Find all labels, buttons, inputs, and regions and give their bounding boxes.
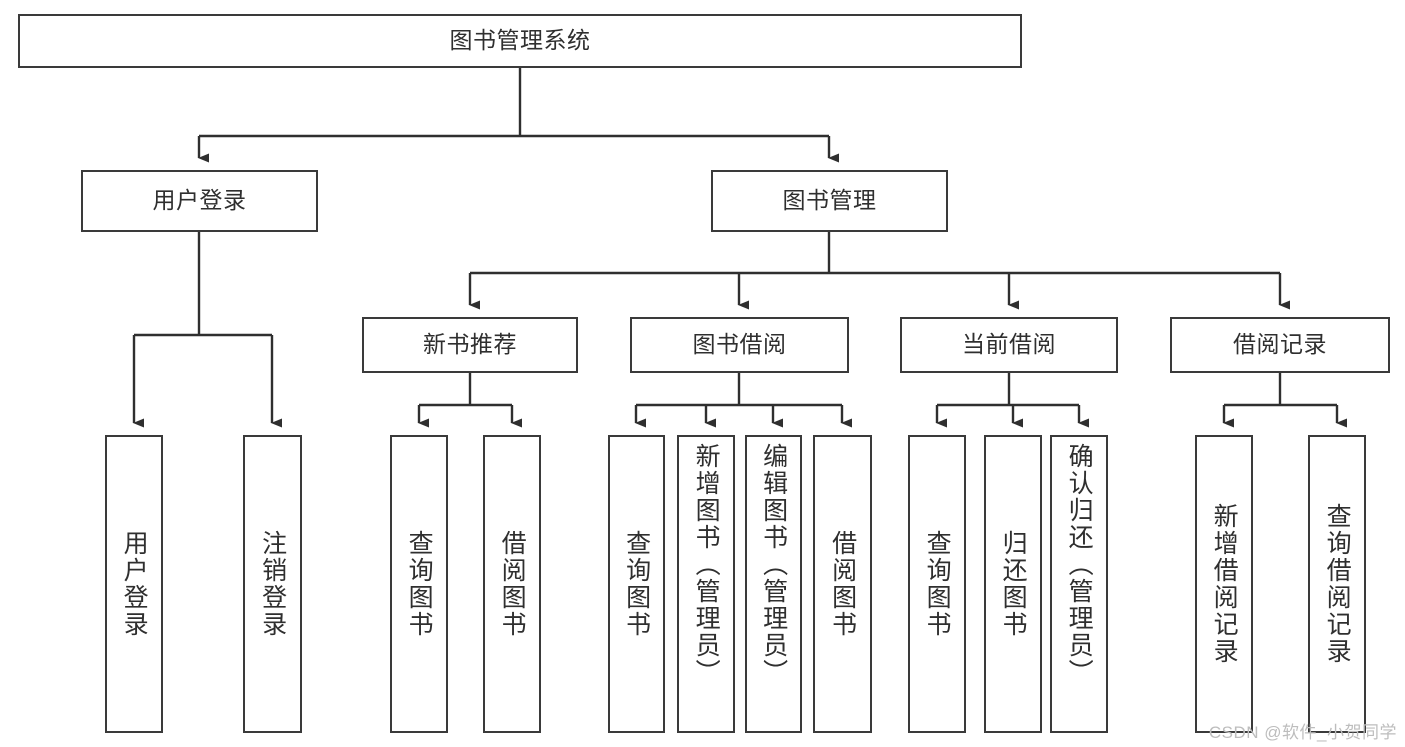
- leaf-query-book-2-label: 查询图书: [622, 530, 651, 638]
- node-new-book-recommend[interactable]: 新书推荐: [362, 317, 578, 373]
- leaf-borrow-book-1[interactable]: 借阅图书: [483, 435, 541, 733]
- leaf-query-book-1-label: 查询图书: [405, 530, 434, 638]
- leaf-query-book-2[interactable]: 查询图书: [608, 435, 665, 733]
- leaf-return-book-label: 归还图书: [999, 530, 1028, 638]
- leaf-query-book-3-label: 查询图书: [923, 530, 952, 638]
- leaf-add-book-admin-label: 新增图书（管理员）: [692, 443, 721, 686]
- leaf-borrow-book-1-label: 借阅图书: [498, 530, 527, 638]
- node-book-borrow[interactable]: 图书借阅: [630, 317, 849, 373]
- leaf-query-book-3[interactable]: 查询图书: [908, 435, 966, 733]
- node-book-manage-label: 图书管理: [782, 187, 877, 214]
- node-new-book-recommend-label: 新书推荐: [423, 331, 517, 358]
- node-user-login[interactable]: 用户登录: [81, 170, 318, 232]
- leaf-query-borrow-record[interactable]: 查询借阅记录: [1308, 435, 1366, 733]
- node-root-label: 图书管理系统: [449, 27, 591, 54]
- leaf-add-borrow-record-label: 新增借阅记录: [1210, 503, 1239, 665]
- leaf-user-login-label: 用户登录: [120, 530, 149, 638]
- node-borrow-record-label: 借阅记录: [1233, 331, 1327, 358]
- node-root[interactable]: 图书管理系统: [18, 14, 1022, 68]
- leaf-query-borrow-record-label: 查询借阅记录: [1323, 503, 1352, 665]
- leaf-borrow-book-2[interactable]: 借阅图书: [813, 435, 872, 733]
- leaf-user-login[interactable]: 用户登录: [105, 435, 163, 733]
- node-book-borrow-label: 图书借阅: [692, 331, 787, 358]
- leaf-user-logout[interactable]: 注销登录: [243, 435, 302, 733]
- leaf-return-book[interactable]: 归还图书: [984, 435, 1042, 733]
- node-user-login-label: 用户登录: [152, 187, 247, 214]
- node-current-borrow[interactable]: 当前借阅: [900, 317, 1118, 373]
- leaf-edit-book-admin[interactable]: 编辑图书（管理员）: [745, 435, 802, 733]
- node-current-borrow-label: 当前借阅: [962, 331, 1056, 358]
- leaf-edit-book-admin-label: 编辑图书（管理员）: [759, 443, 788, 686]
- leaf-add-borrow-record[interactable]: 新增借阅记录: [1195, 435, 1253, 733]
- leaf-borrow-book-2-label: 借阅图书: [828, 530, 857, 638]
- leaf-query-book-1[interactable]: 查询图书: [390, 435, 448, 733]
- leaf-confirm-return-admin-label: 确认归还（管理员）: [1065, 443, 1094, 686]
- node-book-manage[interactable]: 图书管理: [711, 170, 948, 232]
- edge-group: [132, 68, 1347, 428]
- node-borrow-record[interactable]: 借阅记录: [1170, 317, 1390, 373]
- leaf-add-book-admin[interactable]: 新增图书（管理员）: [677, 435, 735, 733]
- leaf-confirm-return-admin[interactable]: 确认归还（管理员）: [1050, 435, 1108, 733]
- leaf-user-logout-label: 注销登录: [258, 530, 287, 638]
